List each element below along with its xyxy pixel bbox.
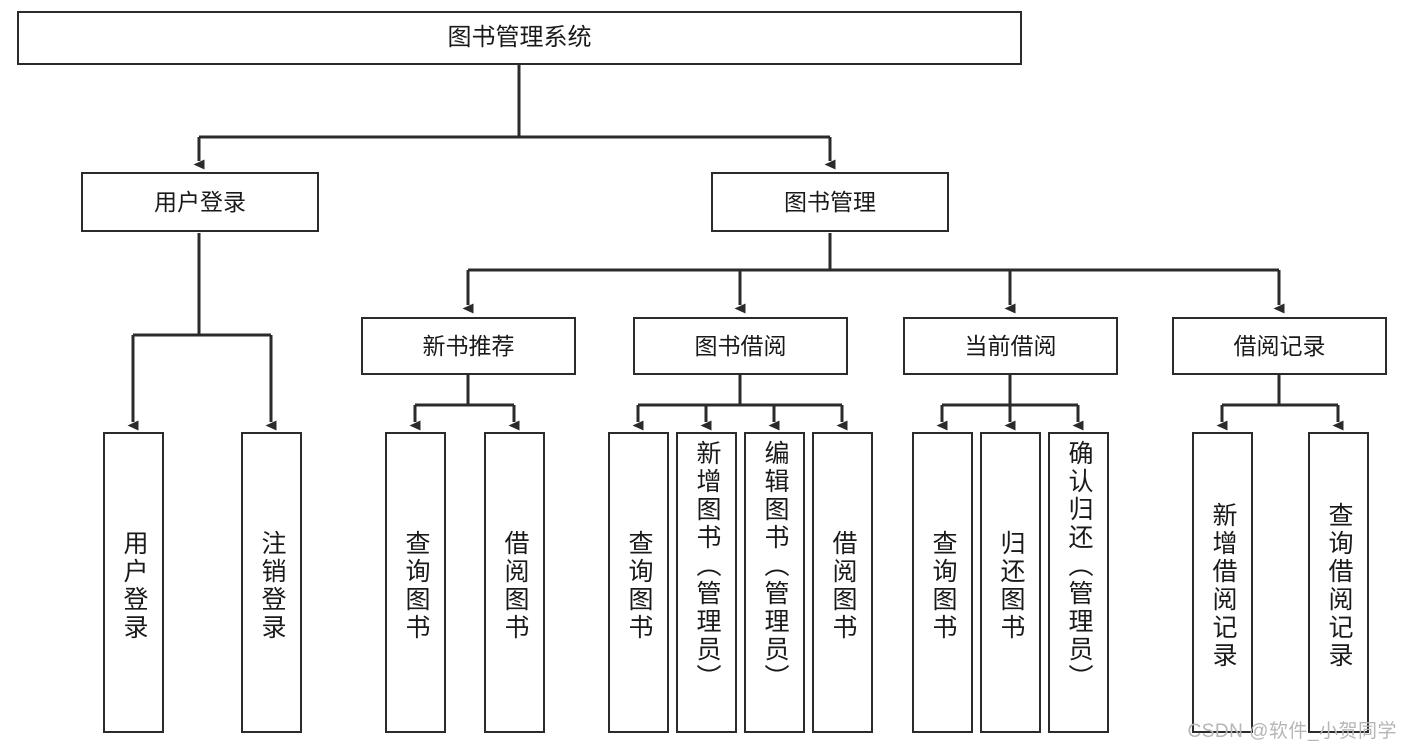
node-book-borrow-label: 图书借阅 <box>694 332 787 359</box>
node-leaf-user-login[interactable]: 用户登录 <box>103 432 164 733</box>
node-leaf-logout-login[interactable]: 注销登录 <box>241 432 302 733</box>
node-leaf-borrow-book-1[interactable]: 借阅图书 <box>484 432 545 733</box>
leaf-add-record-wrap: 新增借阅记录 <box>1209 440 1237 731</box>
node-leaf-confirm-return-label: 确认归还（管理员） <box>1065 440 1093 692</box>
leaf-user-login-wrap: 用户登录 <box>120 440 148 731</box>
node-leaf-borrow-book-1-label: 借阅图书 <box>501 529 529 642</box>
node-leaf-query-book-1-label: 查询图书 <box>402 529 430 642</box>
node-borrow-record[interactable]: 借阅记录 <box>1172 317 1387 375</box>
leaf-query-record-wrap: 查询借阅记录 <box>1325 440 1353 731</box>
leaf-query-book-3-wrap: 查询图书 <box>929 440 957 731</box>
node-leaf-edit-book-label: 编辑图书（管理员） <box>761 440 789 692</box>
node-leaf-query-book-2[interactable]: 查询图书 <box>608 432 669 733</box>
leaf-borrow-book-1-wrap: 借阅图书 <box>501 440 529 731</box>
leaf-logout-login-wrap: 注销登录 <box>258 440 286 731</box>
node-book-management[interactable]: 图书管理 <box>711 172 949 232</box>
node-leaf-logout-login-label: 注销登录 <box>258 529 286 642</box>
node-current-borrow[interactable]: 当前借阅 <box>903 317 1118 375</box>
node-leaf-query-book-3-label: 查询图书 <box>929 529 957 642</box>
leaf-return-book-wrap: 归还图书 <box>997 440 1025 731</box>
node-leaf-add-record-label: 新增借阅记录 <box>1209 501 1237 670</box>
node-leaf-add-record[interactable]: 新增借阅记录 <box>1192 432 1253 733</box>
leaf-query-book-1-wrap: 查询图书 <box>402 440 430 731</box>
node-leaf-query-book-2-label: 查询图书 <box>625 529 653 642</box>
node-leaf-borrow-book-2[interactable]: 借阅图书 <box>812 432 873 733</box>
node-leaf-return-book[interactable]: 归还图书 <box>980 432 1041 733</box>
node-user-login-label: 用户登录 <box>154 188 246 215</box>
node-book-management-label: 图书管理 <box>784 188 876 215</box>
node-book-borrow[interactable]: 图书借阅 <box>633 317 848 375</box>
node-leaf-confirm-return[interactable]: 确认归还（管理员） <box>1048 432 1109 733</box>
node-new-book-recommend-label: 新书推荐 <box>422 332 515 359</box>
node-current-borrow-label: 当前借阅 <box>964 332 1057 359</box>
node-new-book-recommend[interactable]: 新书推荐 <box>361 317 576 375</box>
node-leaf-return-book-label: 归还图书 <box>997 529 1025 642</box>
node-leaf-query-book-1[interactable]: 查询图书 <box>385 432 446 733</box>
node-leaf-add-book-label: 新增图书（管理员） <box>693 440 721 692</box>
node-borrow-record-label: 借阅记录 <box>1233 332 1326 359</box>
node-leaf-query-book-3[interactable]: 查询图书 <box>912 432 973 733</box>
leaf-query-book-2-wrap: 查询图书 <box>625 440 653 731</box>
node-leaf-user-login-label: 用户登录 <box>120 529 148 642</box>
leaf-borrow-book-2-wrap: 借阅图书 <box>829 440 857 731</box>
watermark: CSDN @软件_小贺同学 <box>1187 721 1397 742</box>
node-root[interactable]: 图书管理系统 <box>17 11 1022 65</box>
node-leaf-borrow-book-2-label: 借阅图书 <box>829 529 857 642</box>
node-user-login[interactable]: 用户登录 <box>81 172 319 232</box>
node-leaf-query-record[interactable]: 查询借阅记录 <box>1308 432 1369 733</box>
node-leaf-query-record-label: 查询借阅记录 <box>1325 501 1353 670</box>
node-leaf-add-book[interactable]: 新增图书（管理员） <box>676 432 737 733</box>
node-root-label: 图书管理系统 <box>447 24 592 51</box>
node-leaf-edit-book[interactable]: 编辑图书（管理员） <box>744 432 805 733</box>
